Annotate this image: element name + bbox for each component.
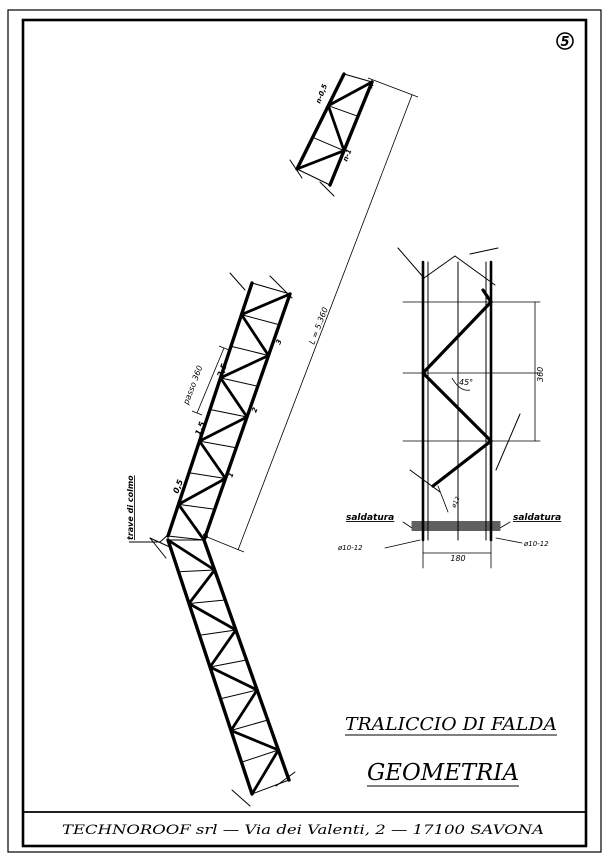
upper-truss-diagonal	[198, 439, 227, 480]
top-mark-n-half: n-0,5	[314, 83, 329, 105]
top-truss-strut	[327, 105, 359, 117]
upper-truss-strut	[251, 282, 291, 295]
upper-truss-strut	[188, 472, 226, 479]
upper-truss-strut	[199, 440, 237, 449]
top-truss-diagonal	[295, 149, 346, 171]
detail-web-bar	[481, 288, 493, 304]
lower-truss-diagonal	[208, 628, 238, 669]
detail-web-bar	[421, 371, 493, 443]
lower-truss-diagonal	[208, 665, 259, 692]
detail-angle-arc	[451, 377, 471, 391]
detail-web-bar-label: ø12	[450, 495, 462, 509]
length-dimension	[206, 77, 419, 553]
lower-truss-strut	[178, 569, 216, 573]
sheet-subtitle: GEOMETRIA	[367, 760, 519, 786]
detail-break	[495, 413, 521, 471]
detail-web-bar-leader	[437, 485, 449, 513]
sheet-number: 5	[560, 35, 569, 50]
end-cut	[229, 272, 246, 291]
detail-break	[454, 255, 496, 286]
footer-company: TECHNOROOF srl — Via dei Valenti, 2 — 17…	[62, 823, 544, 838]
top-truss-strut	[312, 136, 345, 152]
lower-truss-strut	[199, 629, 237, 636]
upper-truss-strut	[230, 345, 269, 356]
pitch-dimension	[191, 345, 230, 416]
end-cut	[319, 181, 335, 197]
lower-truss-diagonal	[229, 729, 280, 752]
end-cut	[275, 771, 296, 787]
weld-label-right: saldatura	[513, 513, 561, 523]
top-truss-chord	[295, 72, 346, 171]
detail-break	[409, 469, 441, 493]
bar-label-right: ø10-12	[523, 540, 549, 548]
ridge-beam-callout: trave di colmo	[126, 475, 171, 543]
bar-leader-right	[495, 537, 523, 544]
upper-truss-diagonal	[198, 415, 249, 443]
top-truss-strut	[343, 73, 373, 83]
upper-truss-diagonal	[177, 502, 206, 542]
truss-detail	[384, 247, 541, 569]
sheet-number-badge: 5	[556, 32, 574, 50]
detail-web-bar	[431, 439, 493, 488]
lower-truss-diagonal	[166, 538, 217, 572]
upper-truss-diagonal	[177, 477, 227, 506]
end-cut	[289, 159, 303, 179]
detail-break	[423, 255, 456, 279]
upper-truss-strut	[167, 535, 205, 541]
top-truss-chord	[328, 80, 374, 187]
detail-width-dim: 180	[450, 554, 465, 563]
ridge-bracket	[149, 537, 173, 549]
detail-break	[469, 247, 499, 255]
detail-height-dim: 360	[536, 367, 545, 382]
upper-truss-strut	[220, 377, 259, 387]
weld-label-left: saldatura	[346, 513, 394, 523]
top-mark-n: n	[366, 82, 375, 90]
top-truss-strut	[296, 168, 331, 186]
detail-web-bar	[421, 300, 493, 375]
lower-truss-strut	[251, 779, 290, 795]
ridge-beam-label: trave di colmo	[126, 475, 135, 540]
pitch-label: passo 360	[181, 364, 204, 406]
upper-truss-diagonal	[219, 376, 249, 419]
upper-truss-strut	[209, 409, 248, 418]
ridge-bracket	[149, 537, 167, 559]
bar-label-left: ø10-12	[337, 544, 363, 552]
weld-leader-right	[499, 521, 511, 529]
lower-truss-strut	[241, 749, 279, 763]
truss-elevation	[149, 72, 374, 807]
bar-leader-left	[384, 539, 421, 549]
lower-truss-strut	[188, 599, 226, 604]
lower-truss-strut	[209, 659, 247, 668]
lower-truss-diagonal	[229, 688, 259, 732]
upper-truss-strut	[178, 503, 216, 510]
lower-truss-diagonal	[250, 748, 280, 796]
top-truss-diagonal	[326, 80, 374, 108]
upper-truss-strut	[241, 314, 280, 326]
lower-truss-diagonal	[187, 568, 217, 605]
end-cut	[269, 275, 293, 299]
weld-leader-left	[402, 521, 413, 529]
upper-truss-diagonal	[240, 313, 270, 357]
outer-frame	[7, 9, 602, 853]
upper-truss-diagonal	[219, 354, 270, 380]
web-mark-3: 3	[274, 338, 283, 346]
end-cut	[231, 789, 251, 807]
lower-truss-strut	[220, 689, 258, 700]
lower-truss-diagonal	[187, 602, 238, 632]
top-truss-diagonal	[326, 104, 346, 153]
detail-angle-label: 45°	[459, 378, 473, 387]
detail-break	[397, 247, 425, 279]
web-mark-2: 2	[250, 406, 259, 414]
web-mark-0: 0	[201, 532, 210, 540]
upper-truss-diagonal	[240, 292, 292, 317]
lower-truss-strut	[230, 719, 269, 731]
web-mark-1: 1	[226, 471, 235, 479]
sheet-title: TRALICCIO DI FALDA	[345, 714, 557, 735]
inner-frame	[21, 18, 588, 848]
